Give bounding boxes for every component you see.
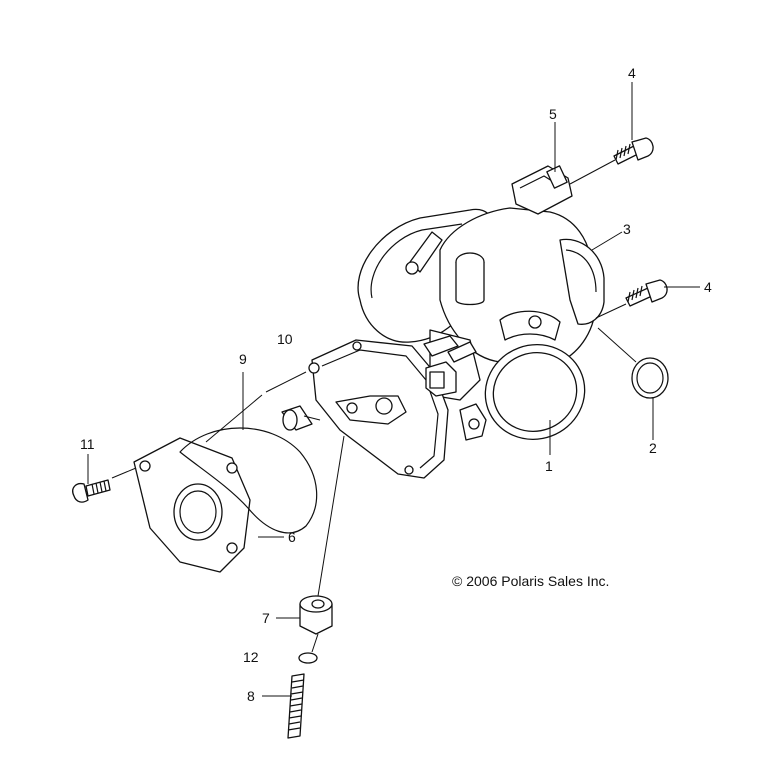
- leader-lines: [87, 82, 700, 697]
- callout-8: 8: [247, 688, 255, 704]
- plug: [281, 405, 313, 431]
- callout-7: 7: [262, 610, 270, 626]
- screw-left: [72, 479, 111, 503]
- callout-10: 10: [277, 331, 293, 347]
- screw-top: [613, 137, 654, 165]
- callout-5: 5: [549, 106, 557, 122]
- callout-2: 2: [649, 440, 657, 456]
- washer: [298, 652, 318, 664]
- callout-4-top: 4: [628, 65, 636, 81]
- callout-3: 3: [623, 221, 631, 237]
- callout-6: 6: [288, 529, 296, 545]
- cover-housing: [308, 335, 459, 479]
- copyright-notice: © 2006 Polaris Sales Inc.: [452, 573, 609, 589]
- callout-1: 1: [545, 458, 553, 474]
- screw-right: [625, 279, 668, 307]
- callout-labels: 1 2 3 4 4 5 6 7 8 9 10 11 12: [80, 65, 712, 704]
- gasket-ring: [179, 427, 318, 534]
- spacer: [299, 595, 333, 635]
- threaded-rod: [287, 673, 305, 739]
- cover-plate: [133, 437, 251, 573]
- callout-4-right: 4: [704, 279, 712, 295]
- callout-11: 11: [80, 436, 95, 452]
- callout-12: 12: [243, 649, 259, 665]
- callout-9: 9: [239, 351, 247, 367]
